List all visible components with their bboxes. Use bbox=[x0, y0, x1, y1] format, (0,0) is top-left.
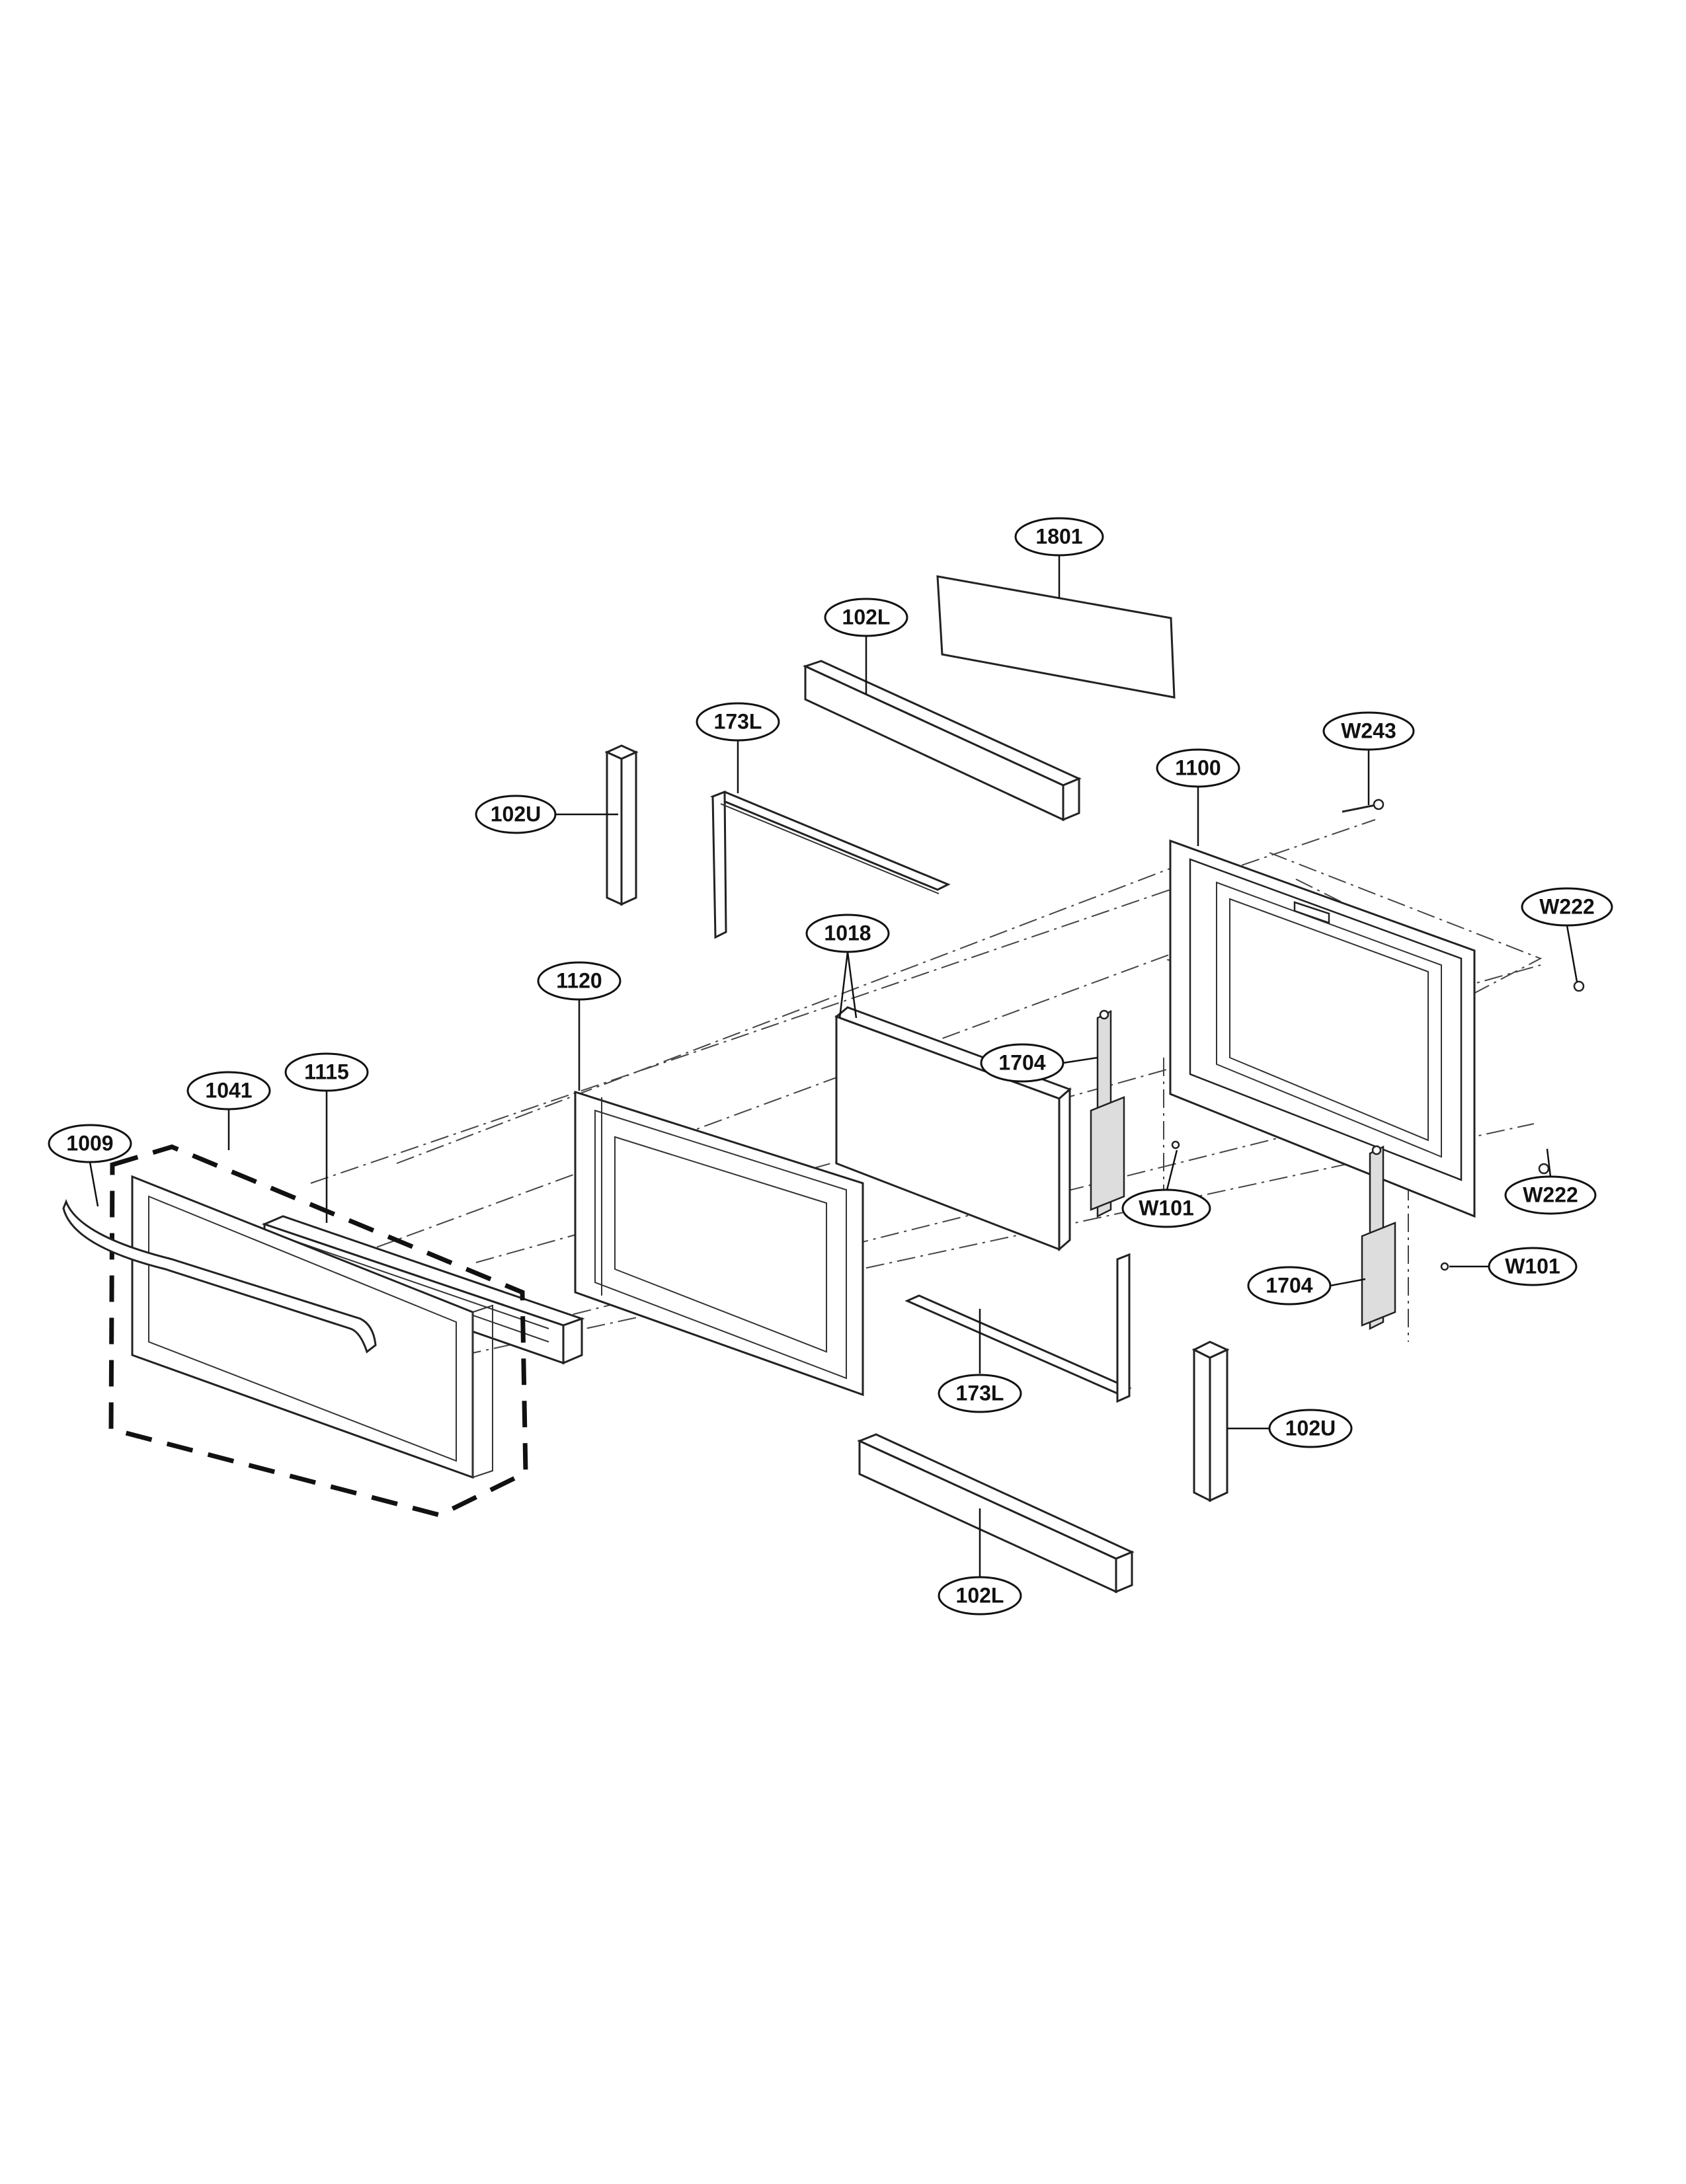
part-outer-door-panel bbox=[131, 1175, 493, 1479]
callout-label: 173L bbox=[956, 1381, 1004, 1405]
callout-1018: 1018 bbox=[805, 914, 890, 953]
callout-label: W243 bbox=[1341, 719, 1396, 742]
callout-label: 1018 bbox=[824, 921, 871, 945]
callout-label: 1009 bbox=[66, 1131, 113, 1155]
callout-173l-top: 173L bbox=[696, 702, 780, 742]
callout-label: 1041 bbox=[205, 1078, 252, 1102]
screws bbox=[1171, 799, 1585, 1271]
part-102u-insulation-left bbox=[604, 744, 639, 906]
part-1018-glass-pane bbox=[834, 1006, 1072, 1252]
callout-1704-bottom: 1704 bbox=[1247, 1266, 1332, 1306]
callout-label: 102L bbox=[956, 1583, 1004, 1607]
part-1120-door-frame bbox=[574, 1090, 864, 1397]
callout-label: W101 bbox=[1505, 1254, 1560, 1278]
part-1704-hinge-upper bbox=[1090, 1009, 1125, 1218]
part-1009-handle bbox=[62, 1198, 377, 1354]
part-102u-insulation-right bbox=[1191, 1341, 1230, 1502]
callout-1115: 1115 bbox=[284, 1052, 369, 1092]
callout-1120: 1120 bbox=[537, 961, 622, 1001]
callout-label: W222 bbox=[1539, 894, 1595, 918]
part-1801-label-sheet bbox=[936, 575, 1176, 699]
callout-label: 1115 bbox=[304, 1060, 349, 1083]
callout-w222-top: W222 bbox=[1521, 887, 1613, 927]
part-1100-inner-door-panel bbox=[1169, 839, 1476, 1218]
callout-102l-top: 102L bbox=[824, 598, 908, 637]
callout-label: 173L bbox=[714, 709, 762, 733]
callout-w101-left: W101 bbox=[1121, 1189, 1211, 1228]
callout-102u-right: 102U bbox=[1268, 1409, 1353, 1448]
callout-label: 1704 bbox=[998, 1050, 1045, 1074]
callout-w222-bottom: W222 bbox=[1504, 1175, 1597, 1215]
callout-173l-bottom: 173L bbox=[938, 1374, 1022, 1413]
callout-label: 1120 bbox=[556, 968, 602, 992]
part-173l-gasket-bottom bbox=[904, 1253, 1132, 1403]
callout-102u-left: 102U bbox=[475, 795, 557, 834]
callout-label: 1704 bbox=[1265, 1273, 1312, 1297]
part-173l-gasket-top bbox=[709, 790, 951, 939]
part-102l-insulation-bottom bbox=[857, 1433, 1135, 1594]
callout-1704-top: 1704 bbox=[980, 1043, 1064, 1083]
part-102l-insulation-top bbox=[802, 660, 1082, 822]
leader-lines bbox=[89, 555, 1578, 1577]
callout-label: 1100 bbox=[1175, 756, 1221, 779]
callout-1801: 1801 bbox=[1014, 517, 1104, 557]
callout-1041: 1041 bbox=[186, 1071, 271, 1111]
callout-label: 102U bbox=[491, 802, 542, 826]
callout-label: 1801 bbox=[1035, 524, 1082, 548]
callout-w101-right: W101 bbox=[1488, 1247, 1578, 1286]
callout-102l-bottom: 102L bbox=[938, 1576, 1022, 1616]
callout-label: W222 bbox=[1523, 1183, 1578, 1206]
part-1041-outer-glass-outline bbox=[108, 1144, 528, 1518]
callout-w243: W243 bbox=[1322, 711, 1415, 751]
callout-1009: 1009 bbox=[48, 1124, 132, 1163]
callout-label: 102L bbox=[842, 605, 891, 629]
callout-1100: 1100 bbox=[1156, 748, 1240, 788]
part-1704-hinge-lower bbox=[1361, 1145, 1396, 1331]
callout-label: 102U bbox=[1285, 1416, 1336, 1440]
callout-label: W101 bbox=[1139, 1196, 1194, 1220]
